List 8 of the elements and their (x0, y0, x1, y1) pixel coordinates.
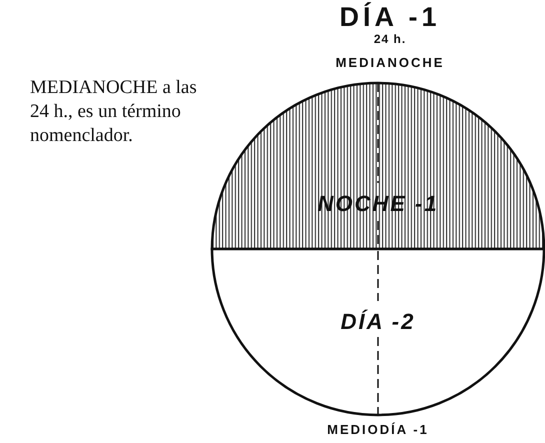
time-label: MEDIANOCHE (336, 55, 444, 70)
hatched-semicircle (212, 83, 544, 249)
time-label: 24 h. (374, 32, 406, 46)
note-text: MEDIANOCHE a las 24 h., es un término nomenclador. (30, 76, 198, 148)
semicircle (212, 249, 544, 415)
segment-label: DÍA -2 (340, 309, 416, 335)
heading: DÍA -1 (340, 2, 440, 33)
time-label: MEDIODÍA -1 (327, 422, 429, 437)
